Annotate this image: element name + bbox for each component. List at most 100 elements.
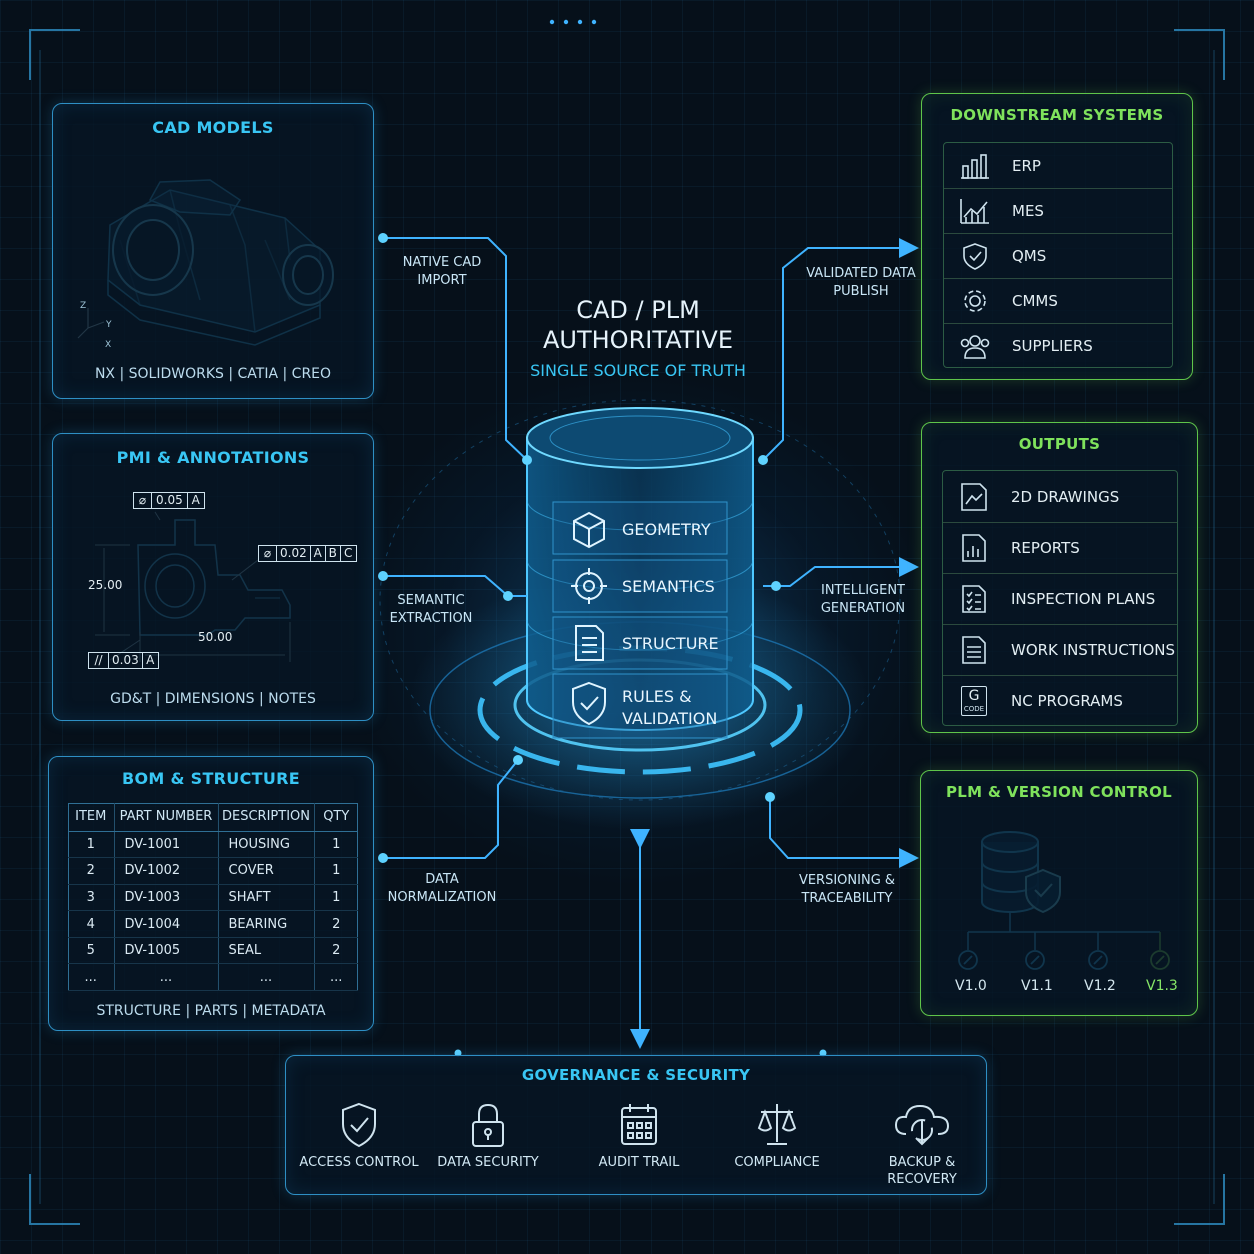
pmi-title: PMI & ANNOTATIONS — [116, 448, 310, 467]
cell: DV-1004 — [114, 910, 219, 938]
checklist-icon — [957, 584, 991, 614]
version-v1-0[interactable]: V1.0 — [955, 978, 987, 994]
frame-corners — [29, 29, 1225, 1225]
fcf-right: ⌀ 0.02 A B C — [258, 545, 357, 562]
cell: DV-1005 — [114, 937, 219, 965]
cell: 3 — [68, 884, 115, 912]
shield-check-icon — [572, 681, 606, 726]
version-v1-3[interactable]: V1.3 — [1146, 978, 1178, 994]
center-title-line2: AUTHORITATIVE — [542, 326, 733, 354]
fcf-right-value: 0.02 — [277, 546, 311, 561]
drawing-icon — [957, 482, 991, 512]
wire-native-cad — [383, 237, 528, 461]
cell: 4 — [68, 910, 115, 938]
label-intelligent-generation: INTELLIGENT GENERATION — [820, 583, 906, 616]
gcode-letter: G — [968, 688, 980, 704]
list-item-suppliers[interactable]: SUPPLIERS — [944, 323, 1172, 368]
list-item-label: WORK INSTRUCTIONS — [1011, 641, 1176, 659]
shield-check-icon — [342, 1102, 376, 1148]
list-item-label: SUPPLIERS — [1012, 337, 1093, 355]
cell: SEAL — [218, 937, 315, 965]
list-item-label: REPORTS — [1011, 539, 1080, 557]
wire-normalization — [383, 759, 519, 859]
list-item-reports[interactable]: REPORTS — [943, 522, 1177, 573]
governance-backup-recovery[interactable]: BACKUP & RECOVERY — [852, 1100, 992, 1188]
governance-audit-trail[interactable]: AUDIT TRAIL — [569, 1100, 709, 1171]
layer-rules-line1: RULES & — [622, 687, 692, 706]
version-v1-2[interactable]: V1.2 — [1084, 978, 1116, 994]
cell: ... — [68, 963, 115, 992]
list-item-work-instructions[interactable]: WORK INSTRUCTIONS — [943, 624, 1177, 675]
cad-models-title: CAD MODELS — [152, 118, 274, 137]
report-icon — [957, 533, 991, 563]
calendar-icon — [621, 1104, 657, 1145]
cloud-backup-icon — [894, 1104, 950, 1146]
list-item-label: NC PROGRAMS — [1011, 692, 1123, 710]
fcf-bottom: // 0.03 A — [88, 652, 159, 669]
label-data-normalization: DATA NORMALIZATION — [387, 872, 497, 905]
document-icon — [575, 625, 604, 661]
table-row: ............ — [68, 963, 358, 992]
version-v1-1[interactable]: V1.1 — [1021, 978, 1053, 994]
cell: DV-1001 — [114, 831, 219, 859]
bom-col-item: ITEM — [68, 803, 115, 832]
governance-title: GOVERNANCE & SECURITY — [521, 1066, 751, 1084]
layer-structure: STRUCTURE — [622, 634, 719, 653]
axis-y-label: Y — [106, 320, 112, 330]
cell: 1 — [314, 884, 358, 912]
target-icon — [571, 568, 607, 604]
list-item-cmms[interactable]: CMMS — [944, 278, 1172, 323]
lock-icon — [472, 1103, 504, 1147]
database-cylinder — [526, 407, 754, 739]
top-dots — [549, 19, 597, 25]
list-item-mes[interactable]: MES — [944, 188, 1172, 233]
fcf-right-symbol: ⌀ — [259, 546, 277, 561]
scales-icon — [757, 1104, 797, 1145]
cad-models-panel: CAD MODELS NX | SOLIDWORKS | CATIA | CRE… — [52, 103, 374, 399]
fcf-bottom-value: 0.03 — [109, 653, 143, 668]
center-title-line1: CAD / PLM — [576, 296, 700, 324]
list-item-2d-drawings[interactable]: 2D DRAWINGS — [943, 471, 1177, 522]
pmi-footer: GD&T | DIMENSIONS | NOTES — [110, 691, 316, 707]
downstream-panel: DOWNSTREAM SYSTEMS ERP MES QMS CMMS SUPP… — [921, 93, 1193, 380]
shield-check-icon — [958, 241, 992, 271]
gear-icon — [958, 286, 992, 316]
governance-data-security[interactable]: DATA SECURITY — [418, 1100, 558, 1171]
outputs-list: 2D DRAWINGS REPORTS INSPECTION PLANS WOR… — [942, 470, 1178, 726]
governance-access-control[interactable]: ACCESS CONTROL — [289, 1100, 429, 1171]
cell: 1 — [314, 857, 358, 885]
governance-compliance[interactable]: COMPLIANCE — [707, 1100, 847, 1171]
cell: 5 — [68, 937, 115, 965]
wire-nodes — [378, 233, 827, 1057]
label-validated-data-publish: VALIDATED DATA PUBLISH — [806, 266, 916, 299]
downstream-title: DOWNSTREAM SYSTEMS — [950, 106, 1164, 124]
bar-chart-icon — [958, 151, 992, 181]
outputs-panel: OUTPUTS 2D DRAWINGS REPORTS INSPECTION P… — [921, 422, 1198, 733]
bom-header-row: ITEM PART NUMBER DESCRIPTION QTY — [68, 803, 358, 832]
governance-item-label: BACKUP & RECOVERY — [887, 1155, 957, 1187]
list-item-inspection-plans[interactable]: INSPECTION PLANS — [943, 573, 1177, 624]
cube-icon — [573, 511, 605, 549]
cell: BEARING — [218, 910, 315, 938]
list-item-qms[interactable]: QMS — [944, 233, 1172, 278]
fcf-top-value: 0.05 — [152, 493, 188, 508]
list-item-nc-programs[interactable]: G CODE NC PROGRAMS — [943, 675, 1177, 726]
governance-item-label: DATA SECURITY — [437, 1155, 539, 1170]
list-item-label: INSPECTION PLANS — [1011, 590, 1156, 608]
cell: COVER — [218, 857, 315, 885]
bom-footer: STRUCTURE | PARTS | METADATA — [96, 1003, 326, 1019]
fcf-right-datum-a: A — [311, 546, 326, 561]
list-item-label: CMMS — [1012, 292, 1058, 310]
layer-rules-line2: VALIDATION — [622, 709, 718, 728]
gcode-subtext: CODE — [963, 705, 985, 713]
dim-vertical: 25.00 — [88, 578, 123, 592]
label-native-cad-import: NATIVE CAD IMPORT — [402, 255, 482, 288]
fcf-right-datum-c: C — [344, 546, 353, 560]
list-item-erp[interactable]: ERP — [944, 143, 1172, 188]
label-semantic-extraction: SEMANTIC EXTRACTION — [389, 593, 473, 626]
pmi-panel: PMI & ANNOTATIONS GD&T | DIMENSIONS | NO… — [52, 433, 374, 721]
bom-title: BOM & STRUCTURE — [122, 769, 300, 788]
